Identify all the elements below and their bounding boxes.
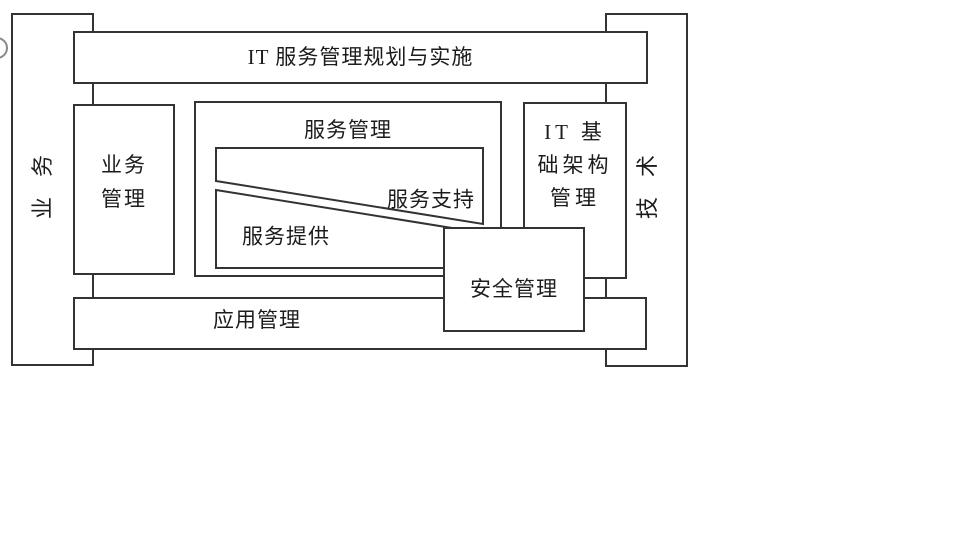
service-support-label: 服务支持 — [387, 187, 475, 212]
application-management-label: 应用管理 — [213, 307, 301, 332]
cut-off-circle-fragment — [0, 37, 8, 59]
security-management-box: 安全管理 — [443, 227, 585, 332]
it-infrastructure-label-line3: 管理 — [550, 186, 600, 210]
business-management-label-line2: 管理 — [101, 186, 147, 211]
business-management-label-line1: 业务 — [101, 152, 147, 177]
it-infrastructure-label-line1: IT 基 — [544, 120, 606, 144]
service-management-label: 服务管理 — [304, 118, 392, 142]
technology-axis-label: 技术 — [635, 134, 660, 220]
planning-implementation-bar: IT 服务管理规划与实施 — [73, 31, 648, 84]
it-infrastructure-label-line2: 础架构 — [537, 153, 613, 177]
business-axis-label: 业务 — [30, 134, 55, 220]
business-management-box: 业务 管理 — [73, 104, 175, 275]
planning-implementation-label: IT 服务管理规划与实施 — [247, 45, 474, 69]
security-management-label: 安全管理 — [470, 277, 558, 301]
service-delivery-label: 服务提供 — [242, 224, 330, 249]
